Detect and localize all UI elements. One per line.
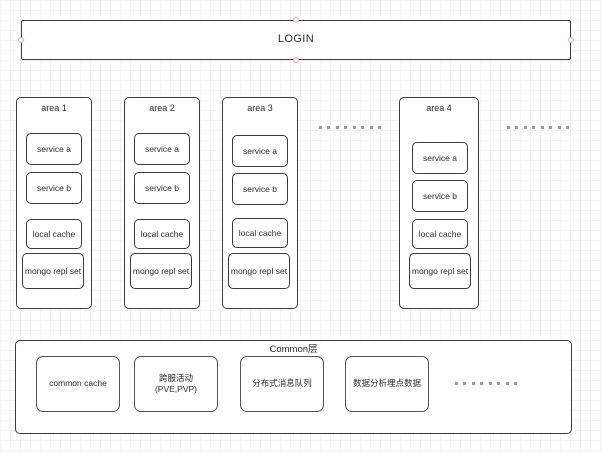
login-handle-top[interactable]	[293, 17, 299, 23]
login-handle-left[interactable]	[18, 37, 24, 43]
area-2-node-service-b[interactable]: service b	[134, 172, 190, 204]
area-1-node-service-b[interactable]: service b	[26, 172, 82, 204]
area-4-node-service-b[interactable]: service b	[412, 180, 468, 212]
ellipsis-dot	[540, 125, 544, 129]
common-node-analytics-tracking-data[interactable]: 数据分析埋点数据	[345, 356, 429, 412]
login-handle-right[interactable]	[568, 37, 574, 43]
common-node-common-cache-label: common cache	[49, 378, 107, 389]
login-label: LOGIN	[277, 33, 315, 46]
common-node-cross-server-activity[interactable]: 跨服活动 (PVE,PVP)	[134, 356, 218, 412]
area-1-node-local-cache-label: local cache	[32, 228, 76, 239]
area-4-node-local-cache-label: local cache	[418, 228, 462, 239]
area-1-node-service-b-label: service b	[36, 182, 71, 193]
area-2-node-local-cache-label: local cache	[140, 228, 184, 239]
ellipsis-dot	[505, 381, 509, 385]
common-node-common-cache[interactable]: common cache	[36, 356, 120, 412]
area-3-node-local-cache-label: local cache	[238, 227, 282, 238]
area-title-3: area 3	[247, 103, 273, 113]
area-2-node-service-a[interactable]: service a	[134, 133, 190, 165]
ellipsis-after-area4	[507, 125, 569, 129]
ellipsis-dot	[344, 125, 348, 129]
ellipsis-dot	[565, 125, 569, 129]
common-node-analytics-tracking-data-label: 数据分析埋点数据	[352, 378, 421, 389]
ellipsis-dot	[549, 125, 553, 129]
ellipsis-dot	[455, 381, 458, 385]
ellipsis-dot	[507, 125, 510, 129]
area-3-node-mongo-repl-set[interactable]: mongo repl set	[228, 253, 290, 289]
area-4-node-local-cache[interactable]: local cache	[412, 219, 468, 249]
area-3-node-mongo-repl-set-label: mongo repl set	[230, 265, 288, 276]
ellipsis-dot	[488, 381, 492, 385]
login-handle-bottom[interactable]	[293, 57, 299, 63]
common-node-cross-server-activity-label: 跨服活动 (PVE,PVP)	[154, 372, 198, 394]
ellipsis-between-area3-area4	[319, 125, 381, 129]
area-2-node-service-b-label: service b	[144, 182, 179, 193]
ellipsis-dot	[471, 381, 475, 385]
area-2-node-service-a-label: service a	[144, 143, 179, 154]
ellipsis-dot	[532, 125, 536, 129]
area-3-node-service-b[interactable]: service b	[232, 173, 288, 205]
ellipsis-dot	[327, 125, 331, 129]
ellipsis-dot	[352, 125, 356, 129]
area-1-node-mongo-repl-set-label: mongo repl set	[24, 265, 82, 276]
area-4-node-mongo-repl-set[interactable]: mongo repl set	[409, 253, 471, 289]
area-4-node-service-a[interactable]: service a	[412, 142, 468, 174]
area-4-node-service-b-label: service b	[422, 190, 457, 201]
ellipsis-dot	[523, 125, 527, 129]
area-2-node-local-cache[interactable]: local cache	[134, 219, 190, 249]
ellipsis-dot	[480, 381, 484, 385]
ellipsis-dot	[377, 125, 381, 129]
ellipsis-dot	[557, 125, 561, 129]
common-layer-title: Common层	[269, 344, 318, 355]
area-1-node-service-a[interactable]: service a	[26, 133, 82, 165]
login-block[interactable]: LOGIN	[21, 20, 571, 60]
area-2-node-mongo-repl-set[interactable]: mongo repl set	[130, 253, 192, 289]
ellipsis-dot	[335, 125, 339, 129]
area-4-node-service-a-label: service a	[422, 152, 457, 163]
area-1-node-mongo-repl-set[interactable]: mongo repl set	[22, 253, 84, 289]
ellipsis-dot	[515, 125, 519, 129]
area-3-node-service-a-label: service a	[242, 145, 277, 156]
common-node-distributed-message-queue[interactable]: 分布式消息队列	[240, 356, 324, 412]
area-title-1: area 1	[41, 103, 67, 113]
area-3-node-local-cache[interactable]: local cache	[232, 218, 288, 248]
ellipsis-dot	[463, 381, 467, 385]
ellipsis-dot	[319, 125, 322, 129]
ellipsis-dot	[513, 381, 517, 385]
common-node-distributed-message-queue-label: 分布式消息队列	[252, 378, 312, 389]
ellipsis-common-layer	[455, 381, 517, 385]
area-title-4: area 4	[426, 103, 452, 113]
area-3-node-service-b-label: service b	[242, 183, 277, 194]
area-title-2: area 2	[149, 103, 175, 113]
area-1-node-local-cache[interactable]: local cache	[26, 219, 82, 249]
area-1-node-service-a-label: service a	[36, 143, 71, 154]
area-4-node-mongo-repl-set-label: mongo repl set	[411, 265, 469, 276]
ellipsis-dot	[369, 125, 373, 129]
ellipsis-dot	[497, 381, 501, 385]
ellipsis-dot	[361, 125, 365, 129]
area-2-node-mongo-repl-set-label: mongo repl set	[132, 265, 190, 276]
area-3-node-service-a[interactable]: service a	[232, 135, 288, 167]
